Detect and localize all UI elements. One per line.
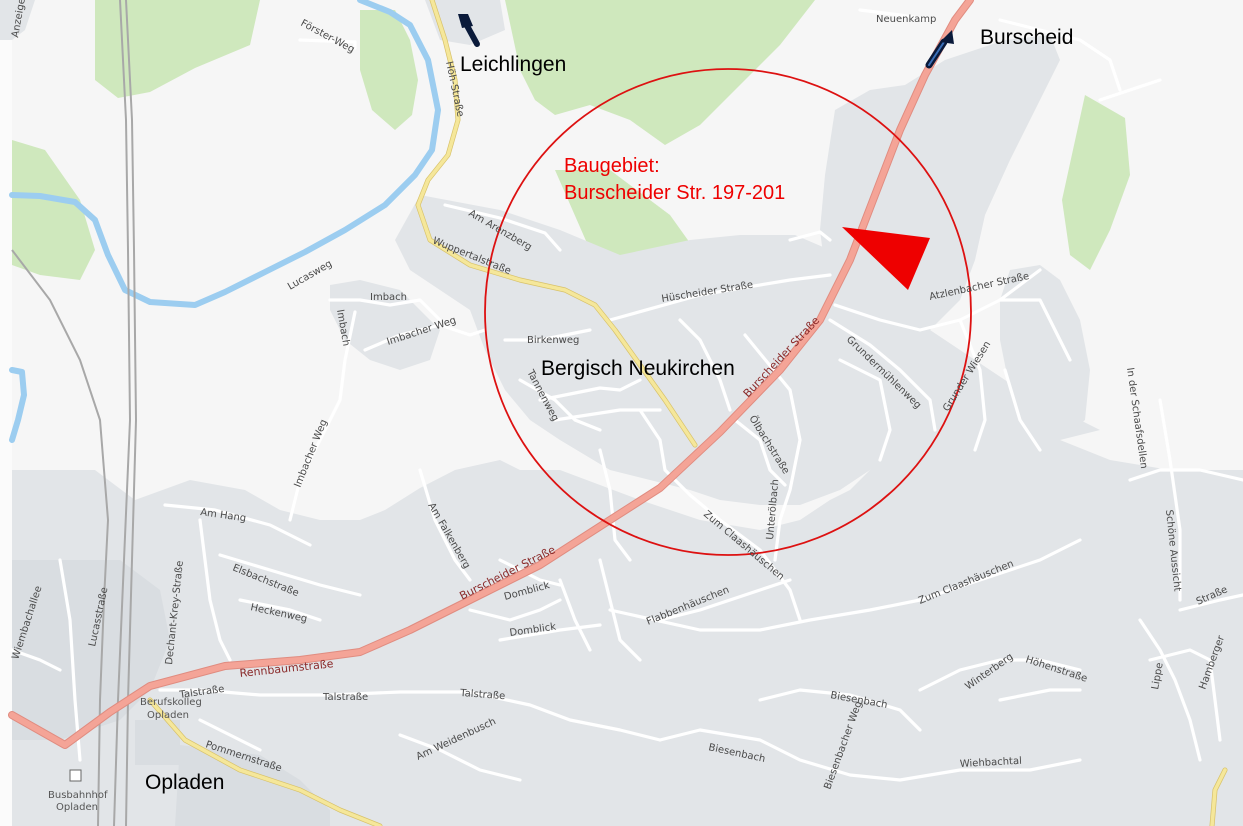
- bus-station-icon: [69, 769, 82, 782]
- street-label-imbach: Imbach: [370, 292, 407, 303]
- map-edge: [0, 0, 12, 826]
- place-label-bergisch-neukirchen: Bergisch Neukirchen: [541, 357, 735, 380]
- location-marker-icon: [842, 227, 930, 290]
- place-label-opladen: Opladen: [145, 771, 225, 794]
- street-label-neuenkamp: Neuenkamp: [876, 14, 936, 25]
- annotation-line-2: Burscheider Str. 197-201: [564, 182, 786, 204]
- direction-arrow-burscheid-icon: [925, 30, 954, 69]
- poi-labels: Berufskolleg Opladen Busbahnhof Opladen: [48, 697, 202, 813]
- annotation-line-1: Baugebiet:: [564, 155, 660, 177]
- minor-streets: [10, 8, 1243, 782]
- street-label-birkenweg: Birkenweg: [527, 335, 579, 346]
- main-road: [8, 0, 974, 749]
- street-label-talstrasse-3: Talstraße: [459, 688, 506, 702]
- place-label-leichlingen: Leichlingen: [460, 53, 567, 76]
- river-wupper: [9, 0, 441, 443]
- street-label-unteroelbach: Unterölbach: [765, 479, 781, 541]
- poi-label-busbahnhof: Busbahnhof: [48, 790, 108, 801]
- street-label-lippe: Lippe: [1150, 662, 1166, 691]
- direction-arrow-leichlingen-icon: [458, 14, 480, 47]
- street-label-wiehbachtal: Wiehbachtal: [960, 756, 1023, 770]
- street-label-talstrasse-2: Talstraße: [322, 692, 368, 703]
- construction-area-circle: [484, 68, 972, 556]
- construction-area-annotation: Baugebiet: Burscheider Str. 197-201: [564, 153, 785, 207]
- poi-label-busbahnhof-2: Opladen: [56, 802, 98, 813]
- secondary-roads: [147, 0, 1228, 826]
- place-label-burscheid: Burscheid: [980, 26, 1074, 49]
- poi-label-berufskolleg: Berufskolleg: [140, 697, 202, 708]
- poi-label-berufskolleg-2: Opladen: [147, 710, 189, 721]
